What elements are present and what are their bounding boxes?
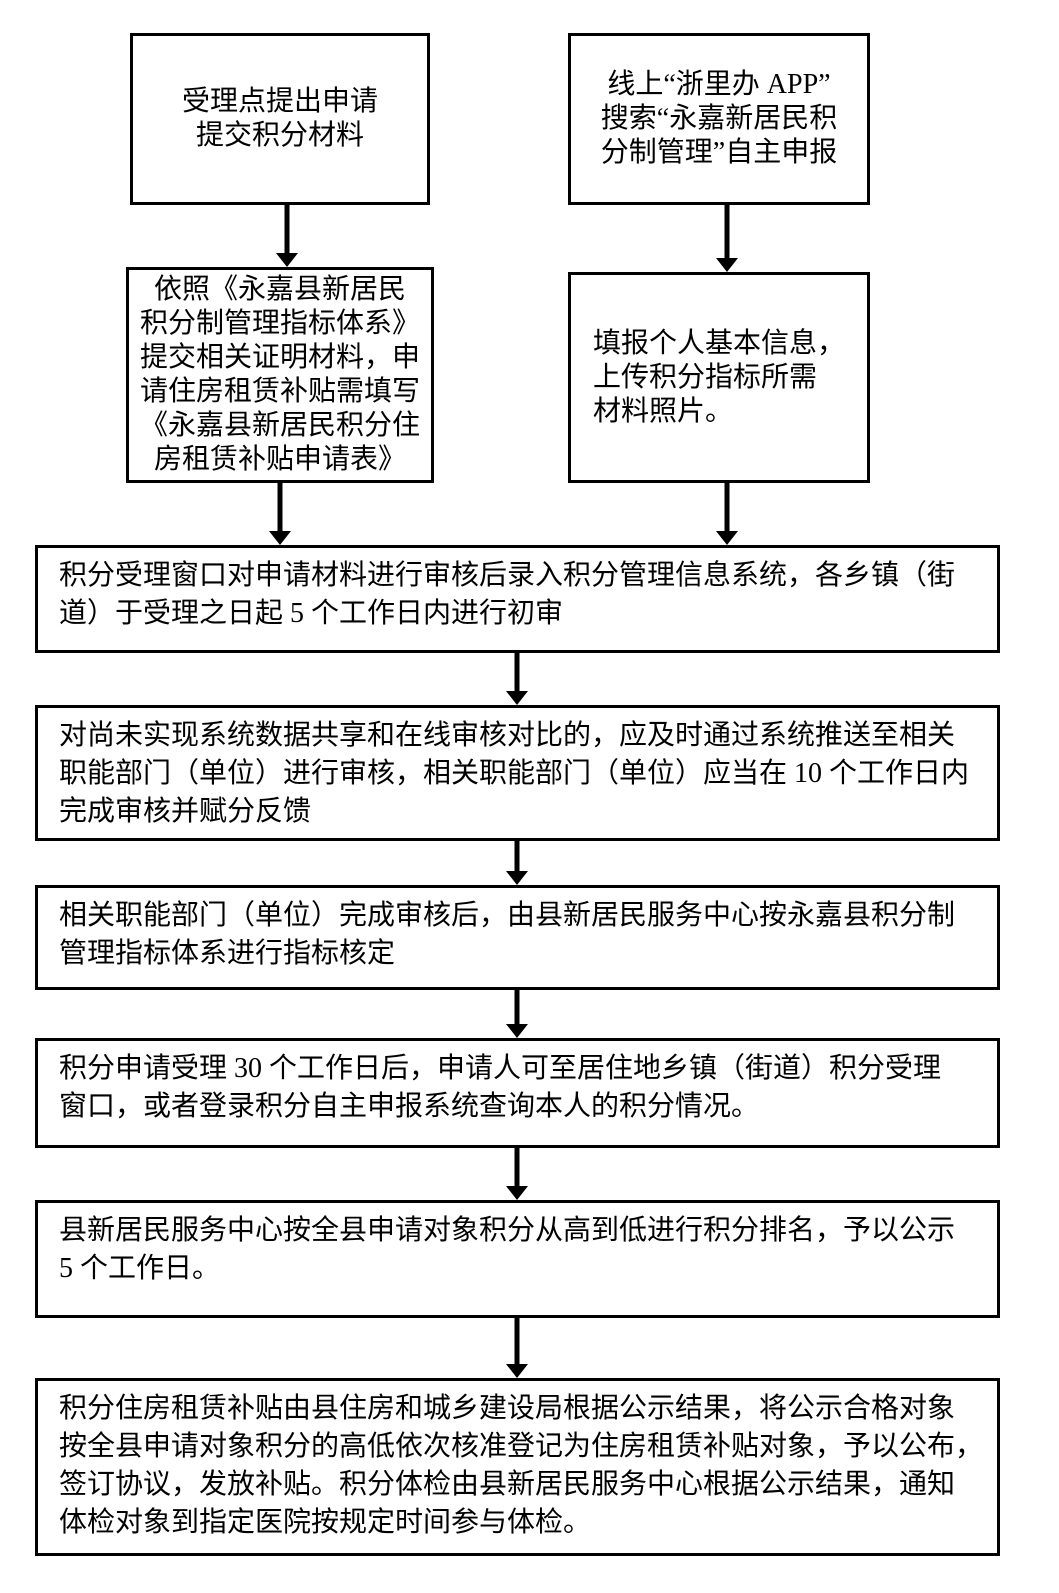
arrow-publicity-to-final-implementation bbox=[505, 1318, 529, 1378]
node-offline-materials: 依照《永嘉县新居民 积分制管理指标体系》 提交相关证明材料，申 请住房租赁补贴需… bbox=[126, 267, 434, 483]
arrow-materials-to-initial-review bbox=[268, 483, 292, 545]
node-ranking-publicity: 县新居民服务中心按全县申请对象积分从高到低进行积分排名，予以公示 5 个工作日。 bbox=[35, 1200, 1000, 1318]
arrow-offline-start-to-materials bbox=[275, 205, 299, 267]
node-offline-start: 受理点提出申请 提交积分材料 bbox=[130, 33, 430, 205]
arrow-online-start-to-fill bbox=[715, 205, 739, 272]
node-score-query: 积分申请受理 30 个工作日后，申请人可至居住地乡镇（街道）积分受理 窗口，或者… bbox=[35, 1038, 1000, 1148]
node-indicator-verification: 相关职能部门（单位）完成审核后，由县新居民服务中心按永嘉县积分制 管理指标体系进… bbox=[35, 885, 1000, 990]
node-department-review: 对尚未实现系统数据共享和在线审核对比的，应及时通过系统推送至相关 职能部门（单位… bbox=[35, 705, 1000, 841]
node-online-start: 线上“浙里办 APP” 搜索“永嘉新居民积 分制管理”自主申报 bbox=[568, 33, 870, 205]
arrow-indicator-to-score-query bbox=[505, 990, 529, 1038]
node-final-implementation: 积分住房租赁补贴由县住房和城乡建设局根据公示结果，将公示合格对象 按全县申请对象… bbox=[35, 1378, 1000, 1556]
arrow-fill-to-initial-review bbox=[715, 483, 739, 545]
node-online-fill: 填报个人基本信息， 上传积分指标所需 材料照片。 bbox=[568, 272, 870, 483]
arrow-department-to-indicator-verification bbox=[505, 841, 529, 885]
node-initial-review: 积分受理窗口对申请材料进行审核后录入积分管理信息系统，各乡镇（街 道）于受理之日… bbox=[35, 545, 1000, 653]
arrow-initial-to-department-review bbox=[505, 653, 529, 705]
arrow-query-to-ranking-publicity bbox=[505, 1148, 529, 1200]
